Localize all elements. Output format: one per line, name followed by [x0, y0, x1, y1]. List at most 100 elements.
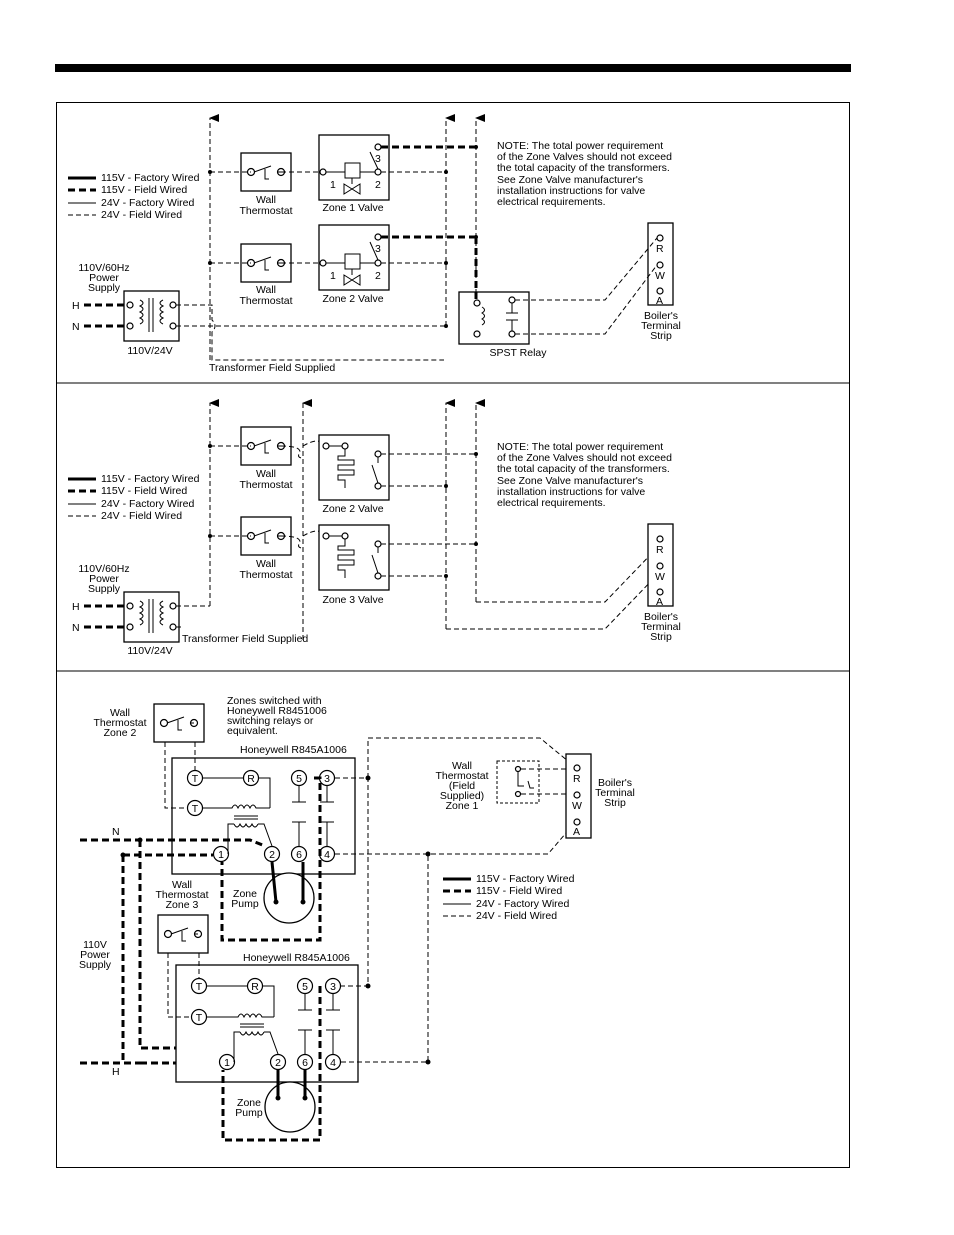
svg-text:1: 1 [330, 179, 336, 191]
spst-relay [458, 291, 530, 345]
svg-text:3: 3 [375, 153, 381, 165]
boiler-strip-label-3: Boiler's [598, 777, 632, 789]
svg-text:Terminal: Terminal [641, 320, 681, 332]
svg-text:N: N [72, 622, 80, 634]
zone-1-valve: 1 2 3 [318, 134, 390, 201]
svg-text:Thermostat: Thermostat [239, 479, 292, 491]
svg-text:Zone 2: Zone 2 [104, 727, 137, 739]
svg-text:Wall: Wall [256, 194, 276, 206]
svg-text:Pump: Pump [231, 898, 259, 910]
relay-1-label: Honeywell R845A1006 [240, 744, 347, 756]
boiler-terminal-strip-2: R W A [647, 523, 674, 608]
zone-3-valve [318, 524, 390, 591]
svg-text:Thermostat: Thermostat [93, 717, 146, 729]
svg-text:Thermostat: Thermostat [435, 770, 488, 782]
svg-text:R: R [251, 981, 259, 993]
zone-2-valve: 1 2 3 [318, 224, 390, 291]
zone-pump-label-1: Zone [233, 888, 257, 900]
power-supply-label: 110V/60Hz [78, 262, 129, 274]
svg-text:5: 5 [302, 981, 308, 993]
relay-2-terminals: T R 5 3 T 1 2 6 4 [190, 977, 342, 1071]
zone-2-valve-label-b: Zone 2 Valve [322, 503, 383, 515]
thermostat-zone-2-label: Wall [110, 707, 130, 719]
svg-text:T: T [196, 1012, 203, 1024]
svg-text:2: 2 [269, 849, 275, 861]
svg-text:H: H [72, 601, 80, 613]
svg-text:24V - Field Wired: 24V - Field Wired [101, 510, 182, 522]
svg-text:Zone 3: Zone 3 [166, 899, 199, 911]
svg-text:6: 6 [296, 849, 302, 861]
svg-text:See Zone Valve manufacturer's: See Zone Valve manufacturer's [497, 174, 643, 186]
svg-text:6: 6 [302, 1057, 308, 1069]
svg-text:See Zone Valve manufacturer's: See Zone Valve manufacturer's [497, 475, 643, 487]
svg-text:A: A [656, 295, 663, 307]
svg-text:Wall: Wall [256, 468, 276, 480]
svg-text:R: R [656, 544, 664, 556]
svg-text:Pump: Pump [235, 1107, 263, 1119]
svg-text:115V - Field Wired: 115V - Field Wired [476, 885, 562, 897]
legend-lv-factory: 24V - Factory Wired [101, 197, 195, 209]
legend-lv-field: 24V - Field Wired [101, 209, 182, 221]
svg-text:Thermostat: Thermostat [239, 569, 292, 581]
svg-text:Wall: Wall [256, 558, 276, 570]
svg-text:Thermostat: Thermostat [155, 889, 208, 901]
wall-thermostat-zone-2 [153, 703, 205, 743]
wall-thermostat-zone-3 [157, 914, 209, 954]
svg-text:A: A [656, 596, 663, 608]
svg-text:3: 3 [375, 243, 381, 255]
svg-text:Supplied): Supplied) [440, 790, 484, 802]
svg-text:switching relays or: switching relays or [227, 715, 314, 727]
svg-text:5: 5 [296, 773, 302, 785]
svg-text:Boiler's: Boiler's [644, 611, 678, 623]
svg-text:R: R [573, 773, 581, 785]
svg-text:installation instructions for: installation instructions for valve [497, 486, 645, 498]
zone-2-valve-b [318, 434, 390, 501]
zone-1-valve-label: Zone 1 Valve [322, 202, 383, 214]
svg-text:1: 1 [330, 270, 336, 282]
wall-thermostat-zone-1 [496, 760, 540, 804]
n-label: N [72, 321, 80, 333]
svg-text:Strip: Strip [650, 631, 672, 643]
svg-text:W: W [572, 800, 582, 812]
svg-text:Supply: Supply [88, 282, 121, 294]
svg-text:1: 1 [218, 849, 224, 861]
legend-3: 115V - Factory Wired 115V - Field Wired … [443, 873, 575, 922]
note-1: NOTE: The total power requirement of the… [497, 140, 672, 208]
zones-note: Zones switched with [227, 695, 322, 707]
svg-text:24V - Field Wired: 24V - Field Wired [476, 910, 557, 922]
svg-text:2: 2 [375, 270, 381, 282]
svg-text:Wall: Wall [256, 284, 276, 296]
zone-pump-1 [263, 872, 315, 924]
svg-text:24V - Factory Wired: 24V - Factory Wired [476, 898, 570, 910]
svg-text:4: 4 [330, 1057, 336, 1069]
svg-text:installation instructions for: installation instructions for valve [497, 185, 645, 197]
svg-text:Transformer Field Supplied: Transformer Field Supplied [182, 633, 308, 645]
svg-text:24V - Factory Wired: 24V - Factory Wired [101, 498, 195, 510]
zone-pump-2 [264, 1081, 316, 1133]
svg-text:1: 1 [224, 1057, 230, 1069]
transformer-label: 110V/24V [127, 345, 172, 357]
relay-2-label: Honeywell R845A1006 [243, 952, 350, 964]
thermostat-zone-1-label: Wall [452, 760, 472, 772]
svg-text:Strip: Strip [604, 797, 626, 809]
panel-2-zone-valve-wiring: 115V - Factory Wired 115V - Field Wired … [68, 399, 681, 657]
svg-text:the total capacity of the tran: the total capacity of the transformers. [497, 162, 670, 174]
boiler-terminal-strip-3: R W A [565, 753, 592, 839]
transformer-field-label: Transformer Field Supplied [209, 362, 335, 374]
svg-text:R: R [247, 773, 255, 785]
boiler-terminal-strip-1: R W A [647, 222, 674, 307]
svg-text:Thermostat: Thermostat [239, 295, 292, 307]
svg-text:3: 3 [330, 981, 336, 993]
svg-text:electrical requirements.: electrical requirements. [497, 196, 606, 208]
panel-1-zone-valve-wiring: 115V - Factory Wired 115V - Field Wired … [68, 114, 681, 374]
spst-relay-label: SPST Relay [490, 347, 548, 359]
transformer [123, 290, 180, 342]
svg-text:2: 2 [275, 1057, 281, 1069]
zone-3-valve-label: Zone 3 Valve [322, 594, 383, 606]
svg-text:2: 2 [375, 179, 381, 191]
power-supply-label-3: 110V [83, 939, 107, 951]
svg-text:equivalent.: equivalent. [227, 725, 278, 737]
transformer-2 [123, 591, 180, 643]
svg-text:T: T [192, 773, 199, 785]
svg-text:Terminal: Terminal [595, 787, 635, 799]
